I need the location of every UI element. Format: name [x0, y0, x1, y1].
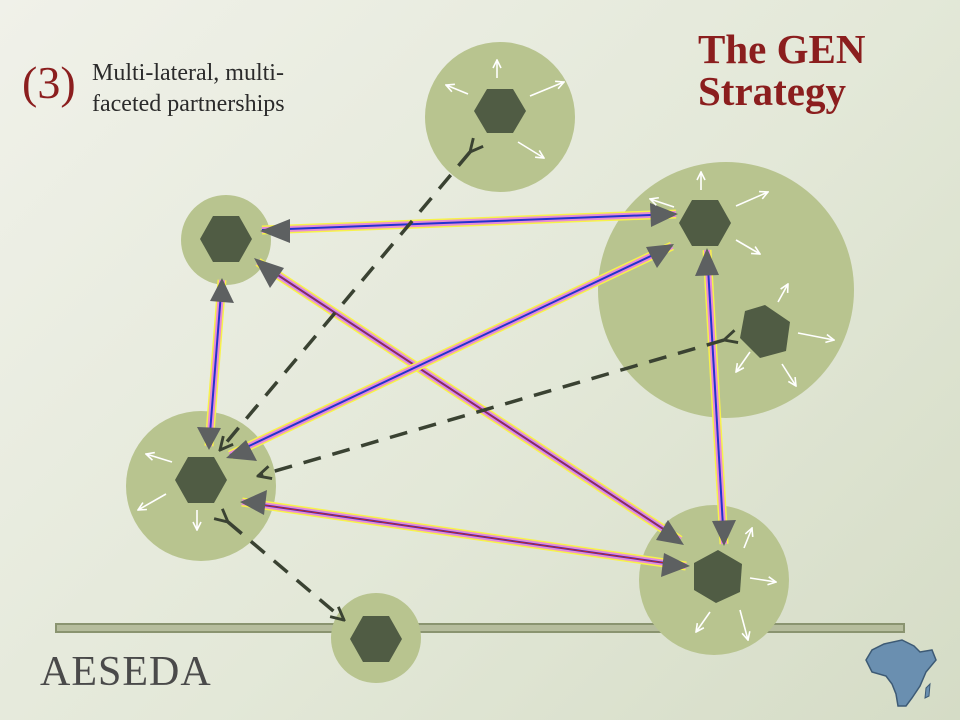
slide-subtitle: Multi-lateral, multi- faceted partnershi… — [92, 58, 392, 120]
slide-title: The GEN Strategy — [698, 28, 938, 112]
brand-logo-text: AESEDA — [40, 649, 212, 695]
hexagon-left-bottom — [175, 457, 227, 503]
subtitle-line-2: faceted partnerships — [92, 91, 285, 117]
dashed-top-to-left-bottom — [220, 152, 470, 450]
node-circle-right-large — [598, 162, 854, 418]
dashed-links — [220, 152, 724, 620]
hexagons — [175, 89, 790, 662]
africa-map-icon — [865, 639, 937, 707]
link-left-small-to-right-large — [261, 209, 677, 235]
title-line-2: Strategy — [698, 68, 847, 114]
radiating-arrows — [138, 60, 834, 640]
link-left-bottom-to-right-bottom — [241, 497, 687, 571]
title-line-1: The GEN — [698, 26, 866, 72]
hexagon-bottom-small — [350, 616, 402, 662]
footer-bar — [55, 623, 905, 633]
hexagon-right-large-inner — [740, 305, 790, 358]
hexagon-right-bottom — [694, 550, 742, 603]
hexagon-top — [474, 89, 526, 133]
step-number: (3) — [22, 57, 76, 108]
dashed-right-large-to-left-bottom — [258, 340, 724, 476]
dashed-left-bottom-to-bottom-small — [228, 522, 344, 620]
hexagon-left-small — [200, 216, 252, 262]
hexagon-right-large-top — [679, 200, 731, 246]
subtitle-line-1: Multi-lateral, multi- — [92, 60, 284, 86]
link-right-large-to-left-bottom — [228, 241, 674, 460]
